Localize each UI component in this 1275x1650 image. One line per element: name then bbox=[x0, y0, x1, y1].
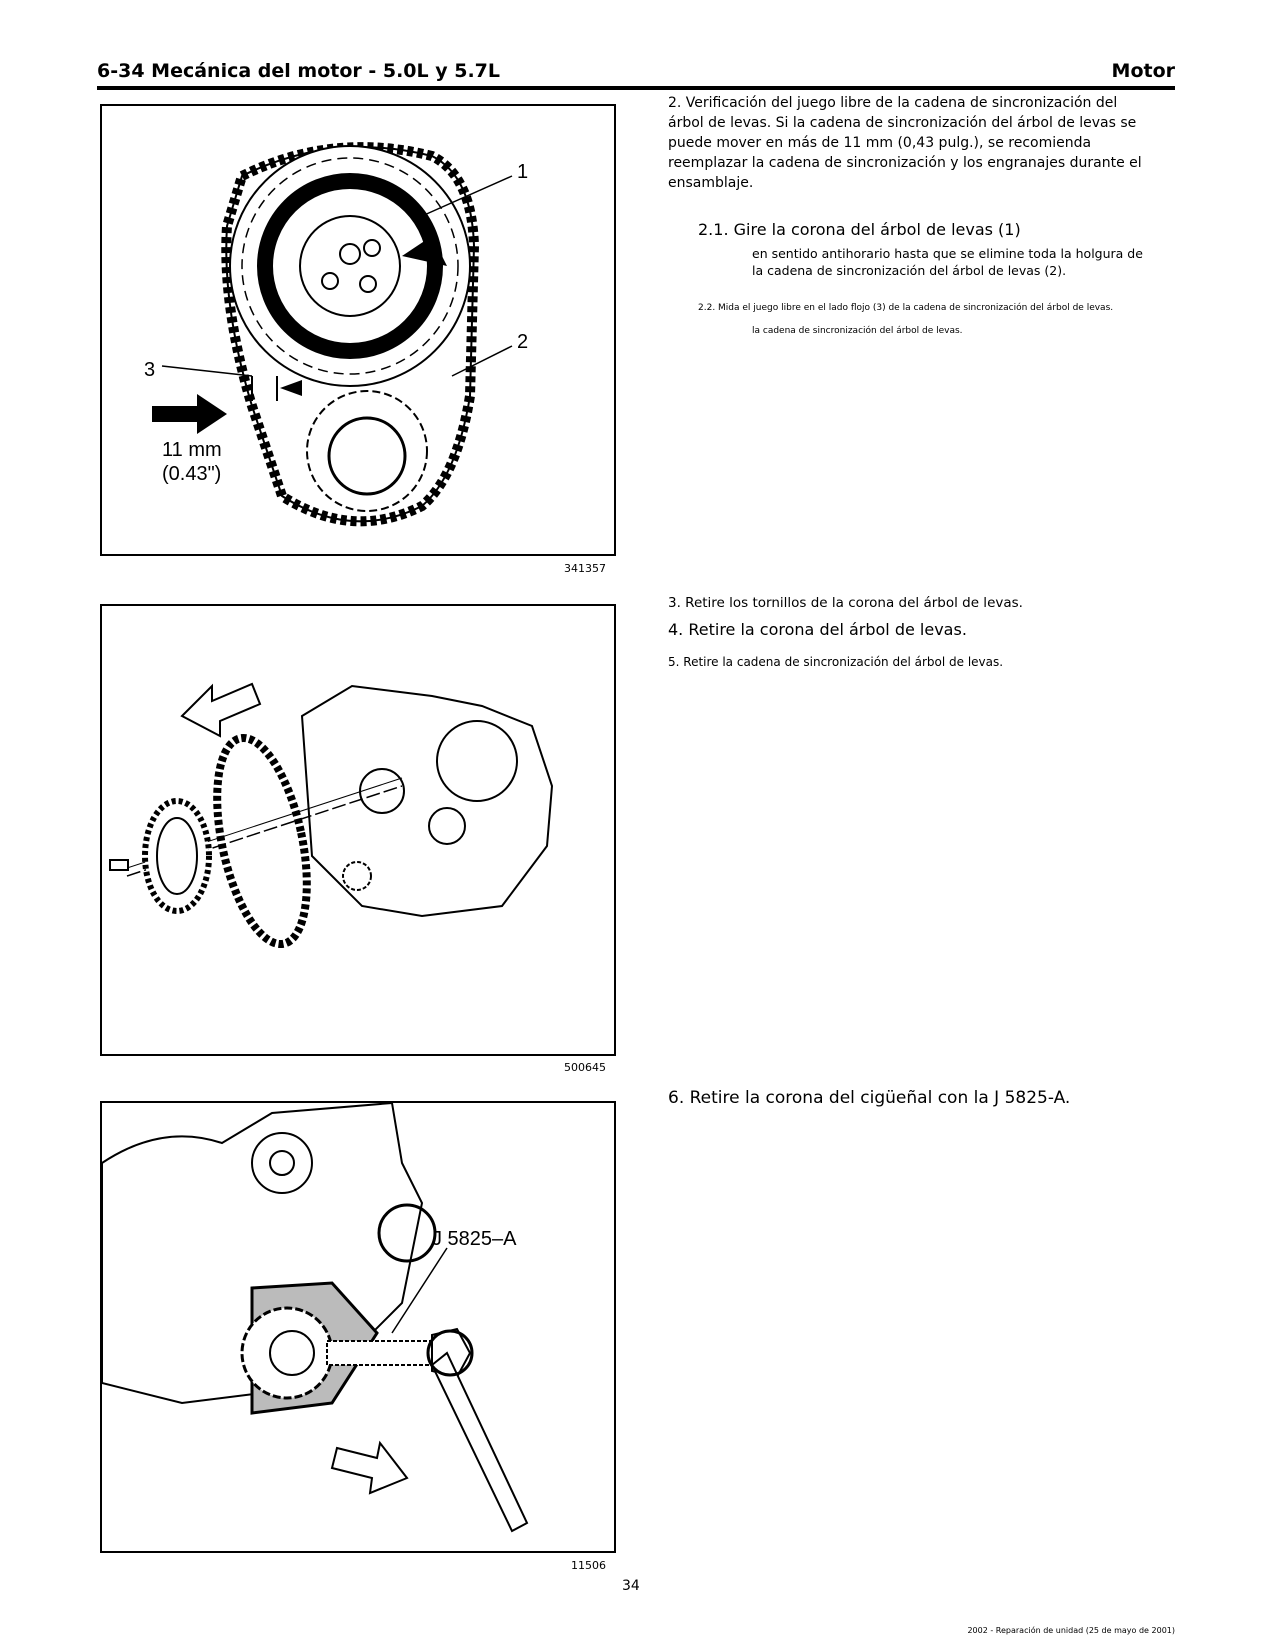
step-3-text: 3. Retire los tornillos de la corona del… bbox=[668, 595, 1023, 611]
measure-in-label: (0.43") bbox=[162, 463, 221, 485]
step-2-1-body: en sentido antihorario hasta que se elim… bbox=[752, 246, 1143, 278]
figure-id-3: 11506 bbox=[571, 1559, 606, 1572]
figure-timing-chain-slack: 1 2 3 11 mm (0.43") bbox=[100, 104, 616, 556]
timing-chain-illustration: 1 2 3 11 mm (0.43") bbox=[144, 142, 528, 527]
tool-label: J 5825–A bbox=[432, 1228, 517, 1250]
callout-1: 1 bbox=[517, 161, 528, 183]
measure-mm-label: 11 mm bbox=[162, 439, 222, 461]
step-2-2-text: 2.2. Mida el juego libre en el lado floj… bbox=[698, 303, 1114, 313]
step-2-2-continuation: la cadena de sincronización del árbol de… bbox=[752, 326, 963, 336]
figure-remove-sprocket bbox=[100, 604, 616, 1056]
engine-exploded-illustration bbox=[109, 682, 554, 949]
step-2-text: 2. Verificación del juego libre de la ca… bbox=[668, 95, 1142, 191]
callout-3: 3 bbox=[144, 359, 155, 381]
header-section: Motor bbox=[1111, 60, 1175, 82]
header-rule bbox=[97, 86, 1175, 90]
figure-id-2: 500645 bbox=[564, 1061, 606, 1074]
page-number: 34 bbox=[622, 1578, 640, 1594]
page-footer: 2002 - Reparación de unidad (25 de mayo … bbox=[967, 1626, 1175, 1635]
figure-remove-crank-sprocket: J 5825–A bbox=[100, 1101, 616, 1553]
step-5-text: 5. Retire la cadena de sincronización de… bbox=[668, 655, 1004, 669]
page-header: 6-34 Mecánica del motor - 5.0L y 5.7L Mo… bbox=[97, 58, 1175, 88]
step-2-1-title: 2.1. Gire la corona del árbol de levas (… bbox=[698, 220, 1021, 239]
callout-2: 2 bbox=[517, 331, 528, 353]
step-4-text: 4. Retire la corona del árbol de levas. bbox=[668, 620, 967, 639]
header-title: 6-34 Mecánica del motor - 5.0L y 5.7L bbox=[97, 60, 501, 82]
figure-id-1: 341357 bbox=[564, 562, 606, 575]
step-6-text: 6. Retire la corona del cigüeñal con la … bbox=[668, 1088, 1071, 1108]
crank-puller-illustration: J 5825–A bbox=[102, 1103, 529, 1533]
